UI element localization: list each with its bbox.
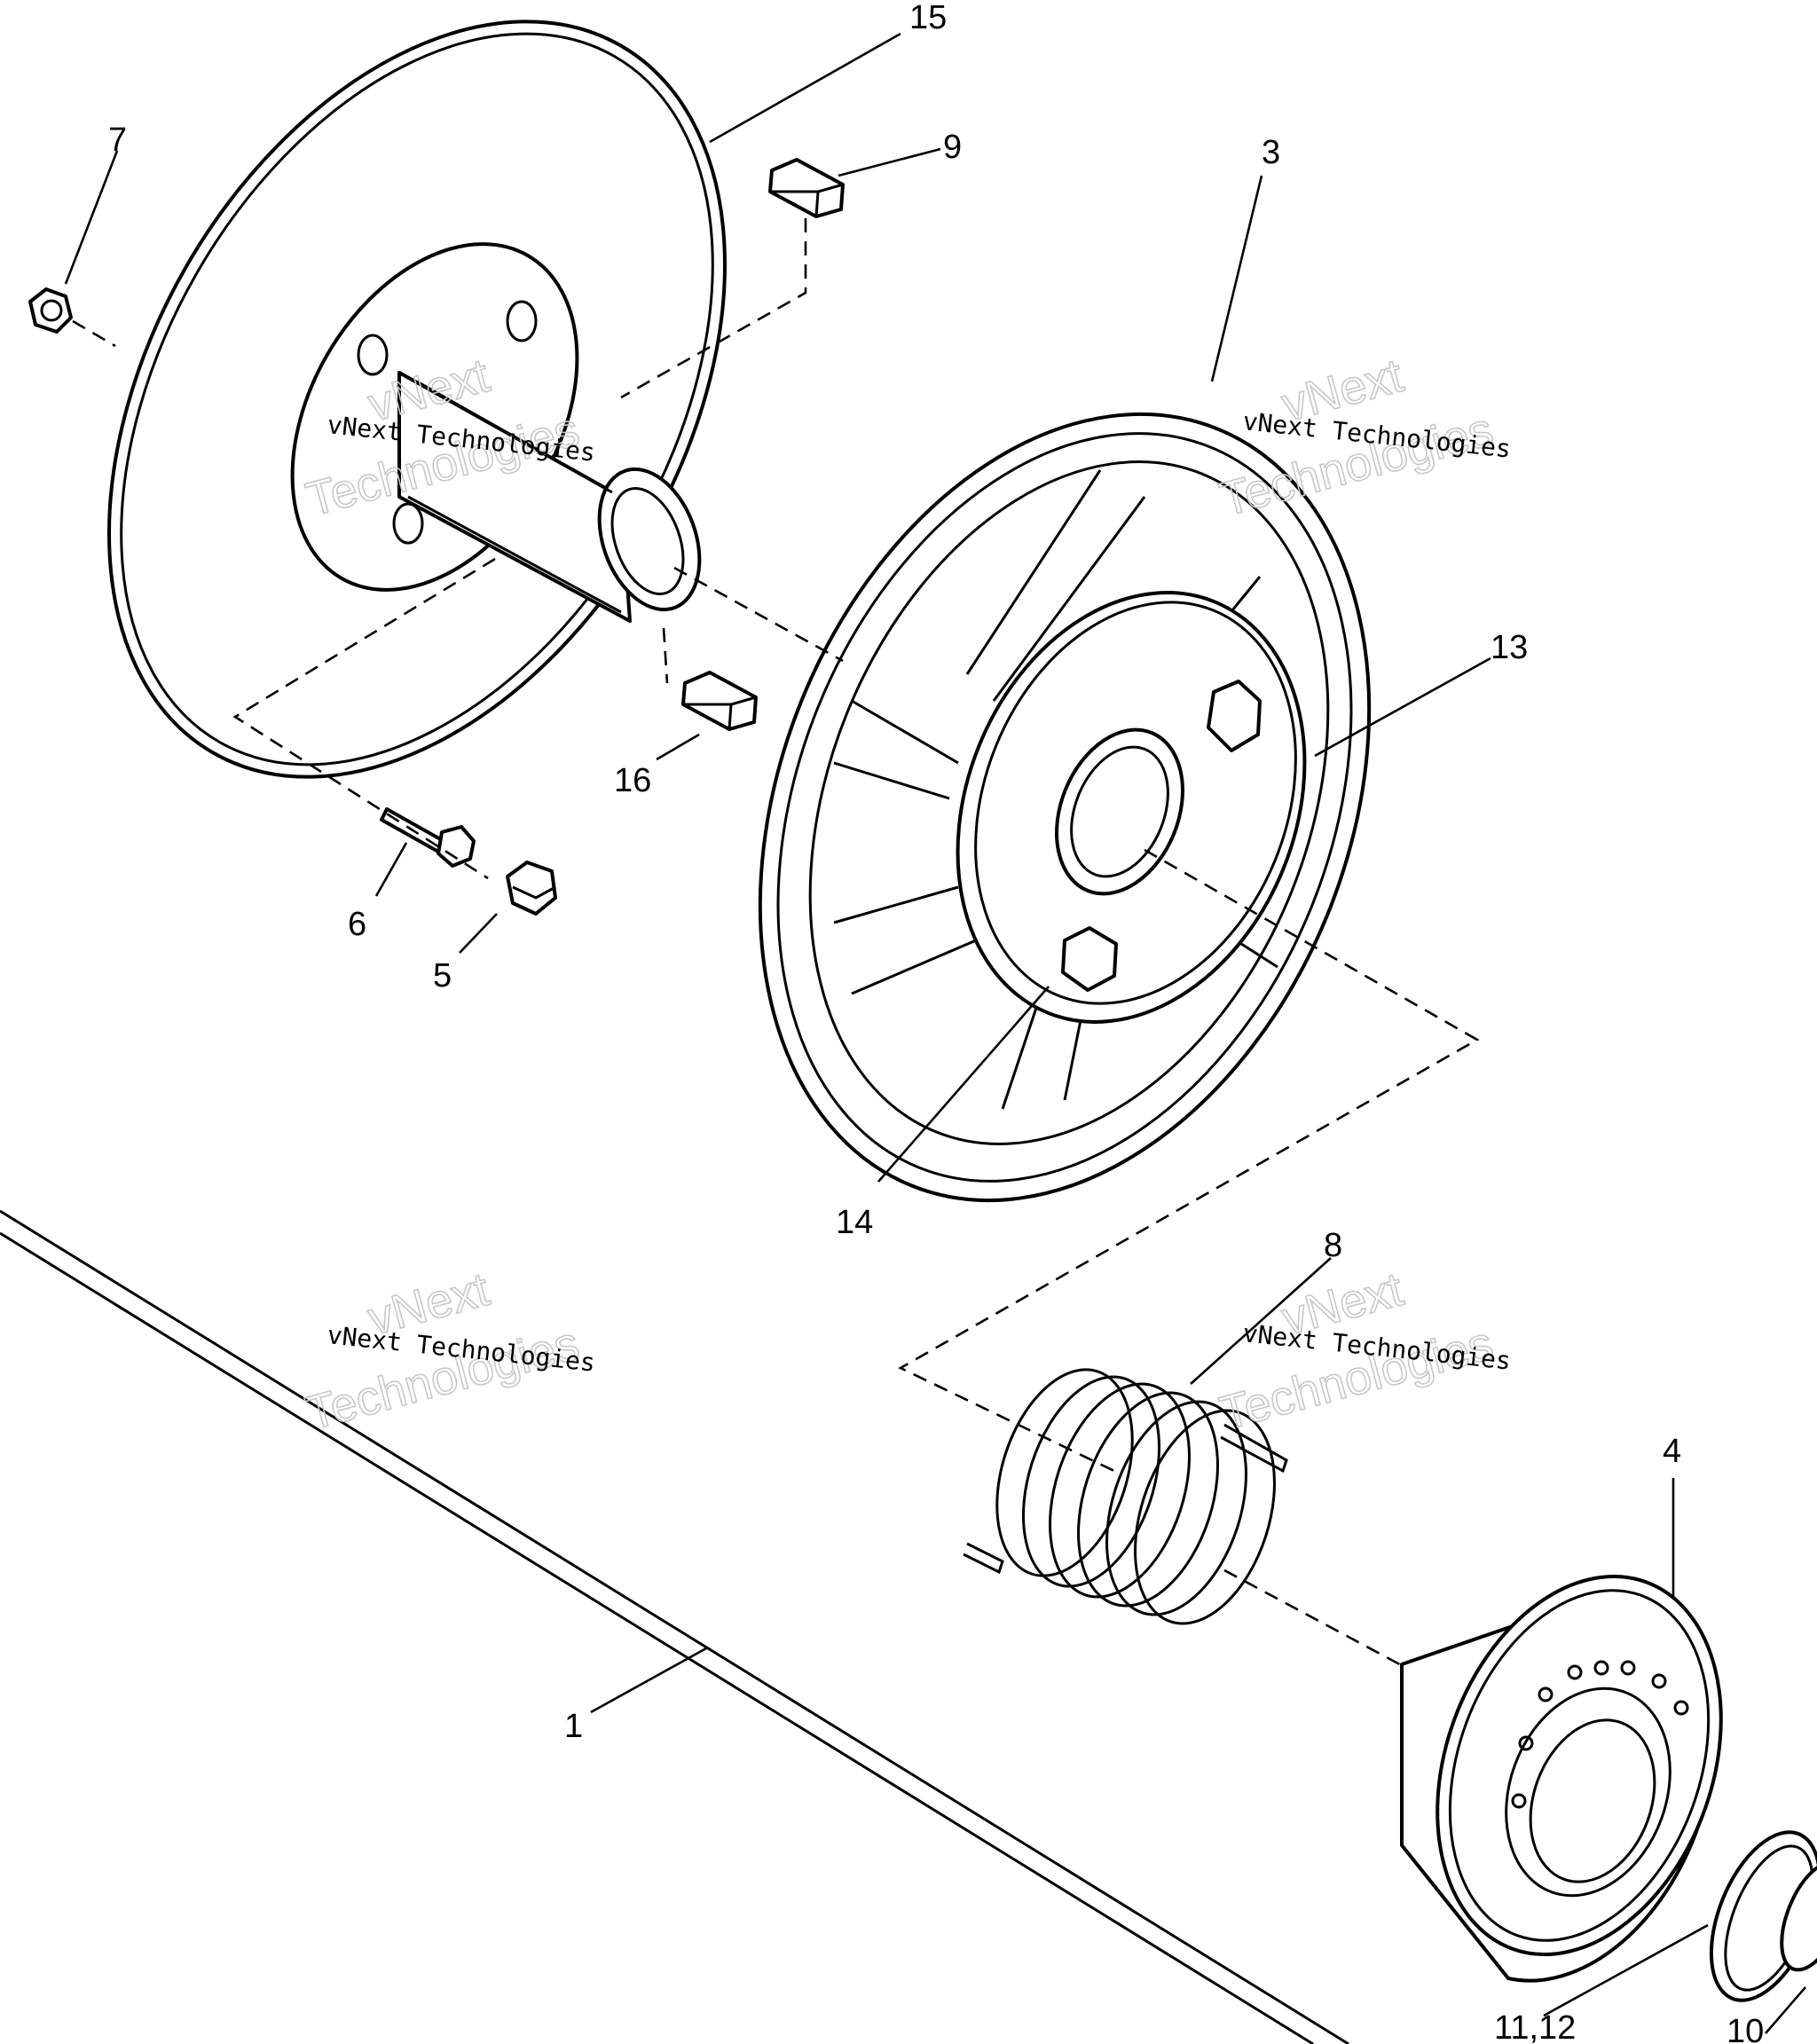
leader-lines (64, 32, 1806, 2034)
hub-hole-top-left (357, 334, 389, 376)
fixed-sheave-15 (107, 20, 727, 779)
movable-sheave-3 (758, 412, 1372, 1203)
spring-8 (963, 1368, 1288, 1625)
callout-8: 8 (1324, 1227, 1342, 1264)
assembly-lines (232, 218, 1480, 1670)
callout-14: 14 (836, 1204, 873, 1241)
callout-1: 1 (564, 1708, 583, 1745)
callout-7: 7 (108, 122, 127, 159)
callout-9: 9 (943, 129, 962, 166)
nut-5 (506, 861, 557, 916)
callout-10: 10 (1727, 2013, 1764, 2044)
callout-16: 16 (614, 762, 651, 799)
hub-hole-bottom (392, 502, 424, 545)
belt-1 (0, 1209, 1349, 2044)
cam-4 (1400, 1574, 1723, 1983)
callout-5: 5 (433, 957, 452, 994)
callout-13: 13 (1491, 629, 1528, 666)
callout-3: 3 (1262, 134, 1280, 171)
callout-11-12: 11,12 (1494, 2009, 1576, 2044)
hub-hole-top-right (506, 300, 538, 342)
nut-7 (28, 287, 73, 334)
callout-6: 6 (348, 906, 366, 943)
callout-labels: 15 9 7 3 13 16 6 5 14 8 4 1 11,12 10 (108, 0, 1764, 2044)
bolt-6 (380, 807, 476, 868)
key-9 (768, 158, 845, 218)
key-16 (681, 671, 758, 731)
callout-15: 15 (909, 0, 947, 36)
rings-11-12 (1709, 1830, 1817, 2002)
callout-4: 4 (1663, 1433, 1681, 1470)
